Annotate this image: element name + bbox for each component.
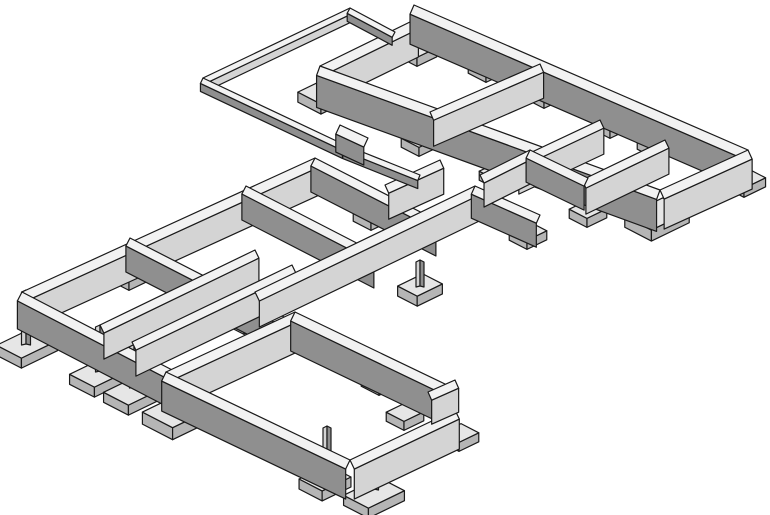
frame-block-top <box>335 124 369 148</box>
pier-isolated-side <box>419 259 425 288</box>
beam-upper-east-edge-top <box>659 149 753 200</box>
beam-south-west-edge-top <box>161 371 351 470</box>
beam-south-west-edge-face <box>161 380 347 500</box>
beam-south-notch-top <box>427 379 460 401</box>
beam-upper-stub-b-top <box>525 149 589 187</box>
beam-diagonal-a-top <box>99 249 260 334</box>
frame-north-return-top <box>346 7 396 38</box>
grade-beams-layer <box>16 4 753 500</box>
upper-frame-layer <box>199 7 421 190</box>
beam-upper-cross-a-top <box>429 63 545 121</box>
beam-south-south-edge-top <box>349 409 460 470</box>
